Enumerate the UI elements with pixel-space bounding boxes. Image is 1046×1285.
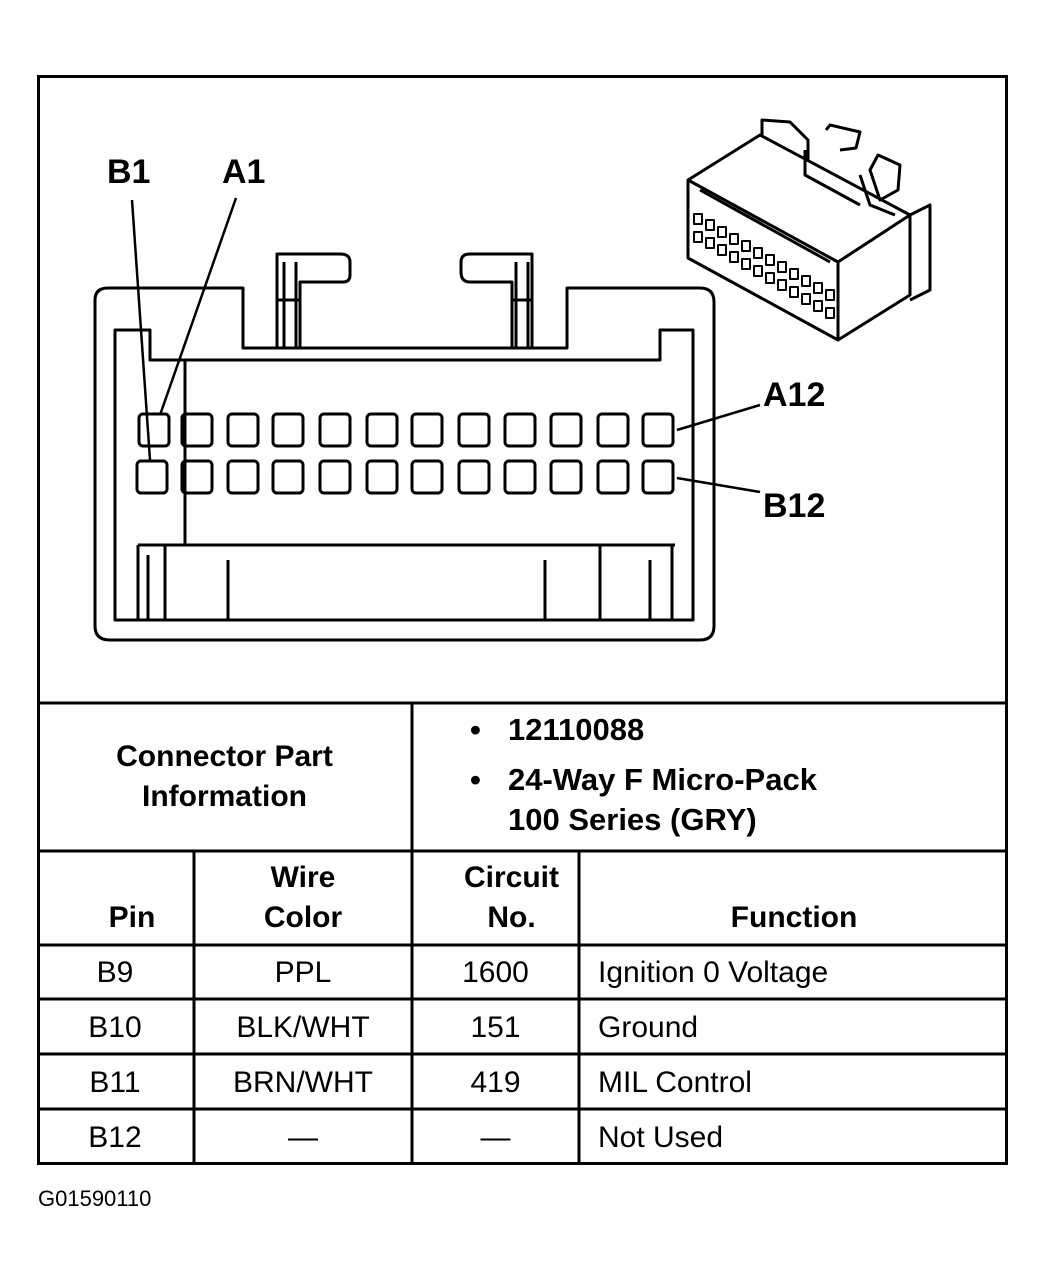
description-row: • 24-Way F Micro-Pack 100 Series (GRY) (470, 760, 817, 840)
connector-isometric-view (686, 118, 932, 342)
label-line-2: Information (141, 780, 307, 813)
cell-circuit: — (480, 1121, 511, 1154)
pin-a6 (365, 412, 399, 448)
header-circuit-line-1: Circuit (463, 861, 559, 894)
pin-a11 (596, 412, 630, 448)
connector-part-info-label: Connector Part Information (37, 703, 412, 851)
description-line-1: 24-Way F Micro-Pack (508, 762, 817, 797)
header-function: Function (730, 901, 858, 934)
cell-function: MIL Control (598, 1066, 752, 1099)
cell-wire-color: BRN/WHT (233, 1066, 373, 1099)
pin-a1 (137, 412, 171, 448)
figure-id: G01590110 (38, 1186, 152, 1211)
cell-pin: B12 (88, 1121, 142, 1154)
pin-a5 (318, 412, 352, 448)
cell-circuit: 1600 (462, 956, 529, 989)
cell-wire-color: PPL (274, 956, 332, 989)
cell-wire-color: BLK/WHT (236, 1011, 370, 1044)
pin-b10 (549, 459, 583, 495)
cell-function: Not Used (598, 1121, 724, 1154)
cell-function: Ground (598, 1011, 699, 1044)
pin-a2 (180, 412, 214, 448)
pin-a9 (503, 412, 537, 448)
bullet: • (470, 762, 481, 797)
cell-function: Ignition 0 Voltage (598, 956, 829, 989)
leader-lines (130, 197, 761, 494)
pin-a3 (226, 412, 260, 448)
cell-wire-color: — (288, 1121, 318, 1154)
description-line-2: 100 Series (GRY) (508, 802, 757, 837)
pin-b8 (457, 459, 491, 495)
header-circuit-line-2: No. (487, 901, 536, 934)
pin-b2 (180, 459, 214, 495)
table-grid (37, 701, 1008, 1165)
pin-row-b (135, 459, 675, 495)
leader-a12 (676, 403, 761, 432)
header-wire-color-line-2: Color (263, 901, 343, 934)
cell-pin: B9 (96, 956, 134, 989)
callout-a1: A1 (222, 153, 265, 191)
cell-pin: B11 (89, 1066, 141, 1099)
callout-b12: B12 (763, 487, 825, 525)
pin-a8 (457, 412, 491, 448)
pin-b7 (410, 459, 444, 495)
header-pin: Pin (108, 901, 156, 934)
bullet: • (470, 712, 481, 747)
cell-circuit: 151 (470, 1011, 521, 1044)
part-number: 12110088 (508, 712, 645, 747)
part-number-row: • 12110088 (470, 710, 817, 750)
pin-b12 (641, 459, 675, 495)
pin-b9 (503, 459, 537, 495)
figure-frame (37, 75, 1008, 1165)
connector-face (93, 252, 716, 642)
pin-b11 (596, 459, 630, 495)
pin-a12 (641, 412, 675, 448)
header-circuit: Circuit No. (413, 858, 610, 938)
leader-b1 (130, 199, 152, 461)
pin-b1 (135, 459, 169, 495)
pin-row-a (137, 412, 675, 448)
cell-circuit: 419 (470, 1066, 521, 1099)
header-wire-color-line-1: Wire (270, 861, 336, 894)
leader-b12 (676, 476, 761, 494)
pin-a10 (549, 412, 583, 448)
callout-a12: A12 (763, 376, 825, 414)
pin-b5 (318, 459, 352, 495)
label-line-1: Connector Part (116, 740, 333, 773)
pin-b6 (365, 459, 399, 495)
connector-part-info-values: • 12110088 • 24-Way F Micro-Pack 100 Ser… (470, 710, 817, 840)
pin-a4 (271, 412, 305, 448)
callout-b1: B1 (107, 153, 150, 191)
pin-b4 (271, 459, 305, 495)
cell-pin: B10 (88, 1011, 142, 1044)
header-wire-color: Wire Color (195, 858, 411, 938)
pin-b3 (226, 459, 260, 495)
pin-a7 (410, 412, 444, 448)
leader-a1 (158, 197, 238, 416)
